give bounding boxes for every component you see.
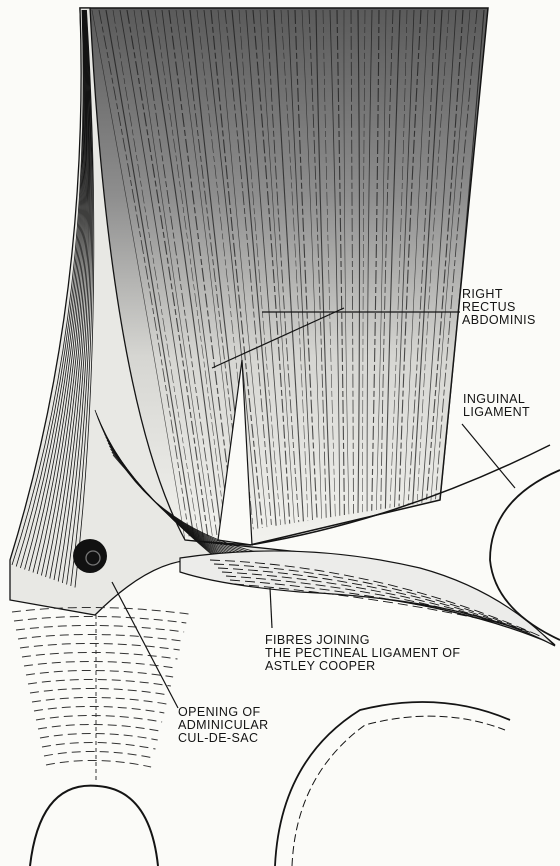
fascia-dash xyxy=(42,742,156,749)
label-inguinal: INGUINAL LIGAMENT xyxy=(463,393,530,419)
label-opening-line3: CUL-DE-SAC xyxy=(178,732,269,745)
label-opening: OPENING OF ADMINICULAR CUL-DE-SAC xyxy=(178,706,269,745)
fascia-dash xyxy=(44,751,153,758)
fascia-dash xyxy=(18,634,182,641)
adminicular-opening xyxy=(73,539,107,573)
leader-fibres xyxy=(270,588,272,628)
fascia-dash xyxy=(20,643,180,650)
fascia-dash xyxy=(38,724,160,731)
fascia-dash xyxy=(32,697,167,704)
fascia-dash xyxy=(34,706,164,713)
leader-inguinal xyxy=(462,424,515,488)
label-fibres: FIBRES JOINING THE PECTINEAL LIGAMENT OF… xyxy=(265,634,460,673)
fascia-dash xyxy=(16,625,184,632)
fascia-dash xyxy=(26,670,173,677)
fascia-dash xyxy=(28,679,171,686)
label-rectus-line3: ABDOMINIS xyxy=(462,314,536,327)
label-rectus: RIGHT RECTUS ABDOMINIS xyxy=(462,288,536,327)
label-inguinal-line2: LIGAMENT xyxy=(463,406,530,419)
fascia-dash xyxy=(24,661,175,668)
fascia-dashes xyxy=(12,607,189,780)
fascia-dash xyxy=(36,715,162,722)
fascia-dash xyxy=(14,616,186,623)
fascia-dash xyxy=(30,688,169,695)
right-arch xyxy=(275,702,510,866)
label-fibres-line3: ASTLEY COOPER xyxy=(265,660,460,673)
fascia-dash xyxy=(46,760,151,767)
fascia-dash xyxy=(40,733,158,740)
fascia-dash xyxy=(22,652,178,659)
left-arch xyxy=(30,786,158,866)
